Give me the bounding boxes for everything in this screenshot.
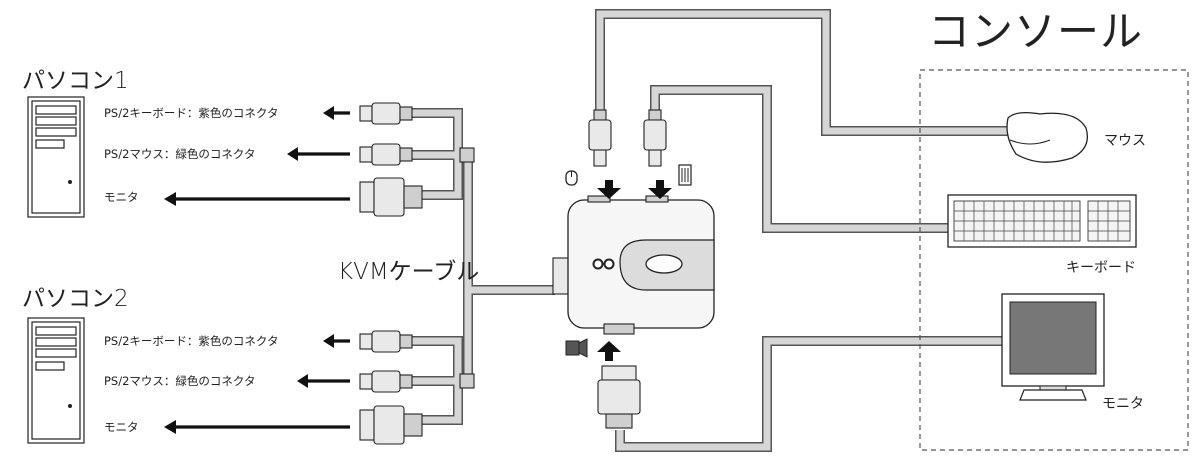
pc1-keyboard-label: PS/2キーボード：紫色のコネクタ (104, 106, 278, 120)
pc-tower-icon (27, 96, 85, 218)
console-group: コンソール マウス キーボード (919, 7, 1189, 451)
arrow-left-icon (287, 147, 350, 161)
pc-tower-icon (27, 317, 85, 444)
ps2-plug-icon (359, 102, 413, 125)
pc2-mouse-label: PS/2マウス：緑色のコネクタ (104, 374, 255, 388)
mouse-icon (1006, 112, 1089, 163)
kvm-switch-icon (552, 195, 715, 335)
pc1-mouse-label: PS/2マウス：緑色のコネクタ (104, 147, 255, 161)
pc2-keyboard-label: PS/2キーボード：紫色のコネクタ (104, 334, 278, 348)
mouse-port-icon (565, 170, 578, 186)
console-keyboard-label: キーボード (1066, 260, 1136, 276)
arrow-left-icon (323, 334, 350, 348)
arrow-down-icon (597, 180, 621, 199)
ps2-plug-icon (359, 370, 413, 393)
arrow-left-icon (164, 192, 350, 206)
arrow-left-icon (297, 374, 350, 388)
monitor-icon (1001, 293, 1105, 401)
arrow-left-icon (164, 420, 350, 434)
ps2-plug-icon (359, 143, 413, 166)
arrow-down-icon (648, 180, 672, 199)
pc1-title: パソコン1 (22, 68, 129, 94)
console-monitor-label: モニタ (1102, 396, 1144, 412)
vga-plug-icon (359, 177, 423, 217)
video-port-icon (565, 338, 588, 358)
console-mouse-label: マウス (1104, 133, 1146, 149)
arrow-left-icon (323, 106, 350, 120)
keyboard-icon (947, 194, 1137, 248)
pc2-group: パソコン2 PS/2キーボード：紫色のコネクタ PS/2マウス：緑色のコネクタ … (22, 286, 423, 445)
arrow-up-icon (597, 341, 621, 361)
console-title: コンソール (928, 7, 1143, 56)
pc2-monitor-label: モニタ (104, 420, 139, 434)
ps2-plug-icon (588, 109, 612, 167)
kvm-cable-label: KVMケーブル (338, 259, 479, 285)
keyboard-port-icon (678, 164, 692, 186)
cables (408, 9, 1010, 452)
vga-plug-icon (359, 405, 423, 445)
ps2-plug-icon (359, 330, 413, 353)
pc2-title: パソコン2 (22, 286, 129, 312)
pc1-group: パソコン1 PS/2キーボード：紫色のコネクタ PS/2マウス：緑色のコネクタ … (22, 68, 423, 218)
pc1-monitor-label: モニタ (104, 190, 139, 204)
vga-plug-icon (597, 365, 641, 429)
ps2-plug-icon (643, 109, 667, 167)
